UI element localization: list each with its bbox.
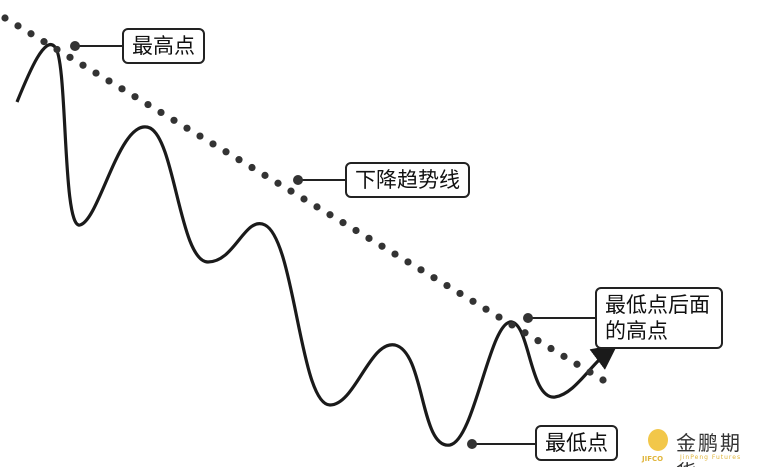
trendline-dot — [27, 30, 35, 38]
trendline-dot — [404, 258, 412, 266]
trendline-dot — [586, 368, 594, 376]
trendline-dot — [118, 85, 126, 93]
label-high-after-low: 最低点后面的高点 — [595, 287, 723, 349]
trendline-dot — [365, 234, 373, 242]
trendline-dot — [1, 14, 9, 22]
trendline-dot — [53, 45, 61, 54]
trendline-dot — [105, 77, 113, 85]
trendline-dot — [378, 242, 386, 250]
trendline-dot — [222, 148, 230, 156]
trendline-dot — [352, 226, 360, 235]
trendline-dot — [248, 163, 256, 172]
trendline-dot — [430, 274, 438, 282]
trendline-dot — [547, 344, 555, 353]
trendline-dot — [235, 156, 243, 164]
trendline-dot — [131, 93, 139, 101]
logo-chinese: 金鹏期货 — [676, 431, 742, 467]
logo-moon-icon — [648, 429, 668, 451]
trendline-dot — [391, 250, 399, 258]
trendline-dot — [482, 305, 490, 313]
trendline-dot — [196, 132, 204, 140]
label-lowest: 最低点 — [535, 425, 618, 461]
trendline-dot — [40, 38, 48, 46]
trendline-dot — [495, 313, 503, 321]
jinpeng-logo: JIFCO 金鹏期货 JinPeng Futures — [640, 425, 760, 467]
logo-english: JinPeng Futures — [680, 454, 742, 461]
trendline-dot — [300, 195, 308, 203]
trendline-dot — [144, 100, 152, 109]
trendline-dot — [521, 329, 529, 337]
trendline-dot — [157, 108, 165, 117]
trendline-dot — [573, 360, 581, 368]
trendline-dot — [599, 376, 607, 384]
trendline-dot — [261, 171, 269, 179]
trendline-dot — [287, 187, 295, 195]
trendline-dot — [560, 352, 568, 360]
trendline-dot — [313, 203, 321, 211]
trendline-dot — [209, 140, 217, 148]
label-trendline: 下降趋势线 — [345, 162, 470, 198]
trendline-dot — [183, 124, 191, 132]
trendline-dot — [170, 116, 178, 124]
trendline-dot — [508, 321, 516, 329]
trendline-dot — [417, 266, 425, 274]
trendline-dot — [92, 69, 100, 77]
trendline-dot — [274, 179, 282, 187]
trendline-dot — [79, 61, 87, 69]
price-curve — [15, 43, 618, 447]
label-highest: 最高点 — [122, 28, 205, 64]
trendline-dot — [326, 211, 334, 219]
logo-abbr: JIFCO — [642, 455, 664, 463]
trendline-dot — [66, 53, 74, 61]
trendline-dot — [469, 297, 477, 305]
trendline-dot — [456, 289, 464, 298]
trendline-dot — [534, 337, 542, 345]
trendline-dot — [443, 281, 451, 290]
trendline-dot — [339, 219, 347, 227]
downtrend-dotted-line — [1, 14, 607, 384]
trendline-dot — [14, 22, 22, 30]
